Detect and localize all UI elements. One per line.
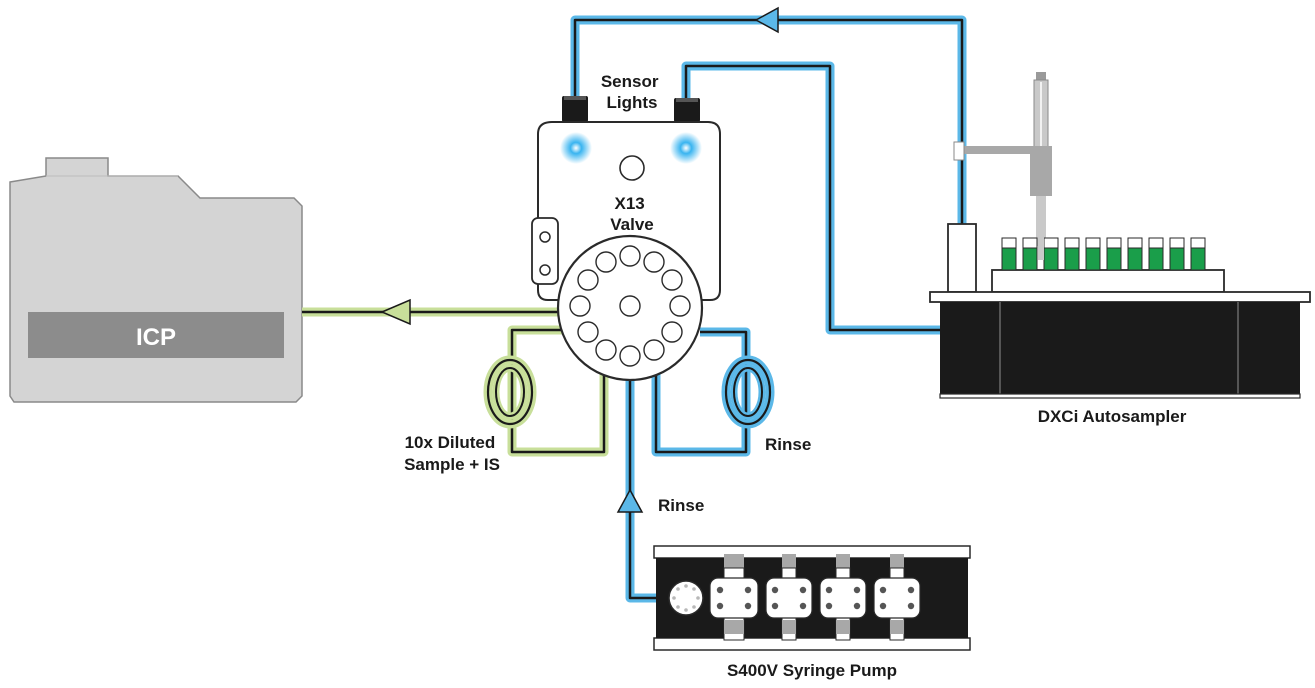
valve-ports — [569, 245, 691, 367]
syringe-2 — [765, 554, 813, 641]
syringe-3 — [819, 554, 867, 641]
sensor-lights-label: Sensor Lights — [601, 72, 663, 112]
rinse-station — [947, 223, 977, 293]
rinse-loop-label: Rinse — [765, 435, 811, 454]
pump-top-rail — [653, 545, 971, 559]
valve-label: X13 Valve — [610, 194, 654, 234]
rinse-line-label: Rinse — [658, 496, 704, 515]
autosampler-label: DXCi Autosampler — [1038, 407, 1187, 426]
sample-loop-label: 10x Diluted Sample + IS — [404, 433, 500, 474]
rinse-coil-icon — [721, 355, 775, 429]
syringe-1 — [709, 554, 759, 641]
probe-carriage — [1030, 146, 1052, 196]
left-fitting — [562, 96, 588, 122]
flow-arrow-icon — [754, 6, 779, 34]
sample-tubing — [302, 307, 609, 457]
flow-arrow-icon — [380, 298, 411, 326]
pump-bottom-rail — [653, 637, 971, 651]
x13-valve-icon — [531, 96, 721, 382]
syringe-pump-label: S400V Syringe Pump — [727, 661, 897, 680]
right-fitting — [674, 98, 700, 122]
icp-instrument-icon: ICP — [9, 157, 303, 403]
sample-vials — [1001, 237, 1206, 271]
autosampler-icon — [929, 72, 1311, 399]
autosampler-base — [940, 302, 1300, 394]
flow-arrow-icon — [616, 488, 644, 513]
sample-rack — [991, 269, 1225, 293]
icp-panel — [28, 312, 284, 358]
syringe-4 — [873, 554, 921, 641]
valve-button — [619, 155, 645, 181]
icp-label: ICP — [136, 324, 176, 351]
sensor-light-left — [560, 132, 592, 164]
probe-arm — [958, 146, 1042, 154]
syringe-pump-icon — [653, 545, 971, 651]
autosampler-deck — [929, 291, 1311, 303]
sample-coil-icon — [483, 355, 537, 429]
sensor-light-right — [670, 132, 702, 164]
